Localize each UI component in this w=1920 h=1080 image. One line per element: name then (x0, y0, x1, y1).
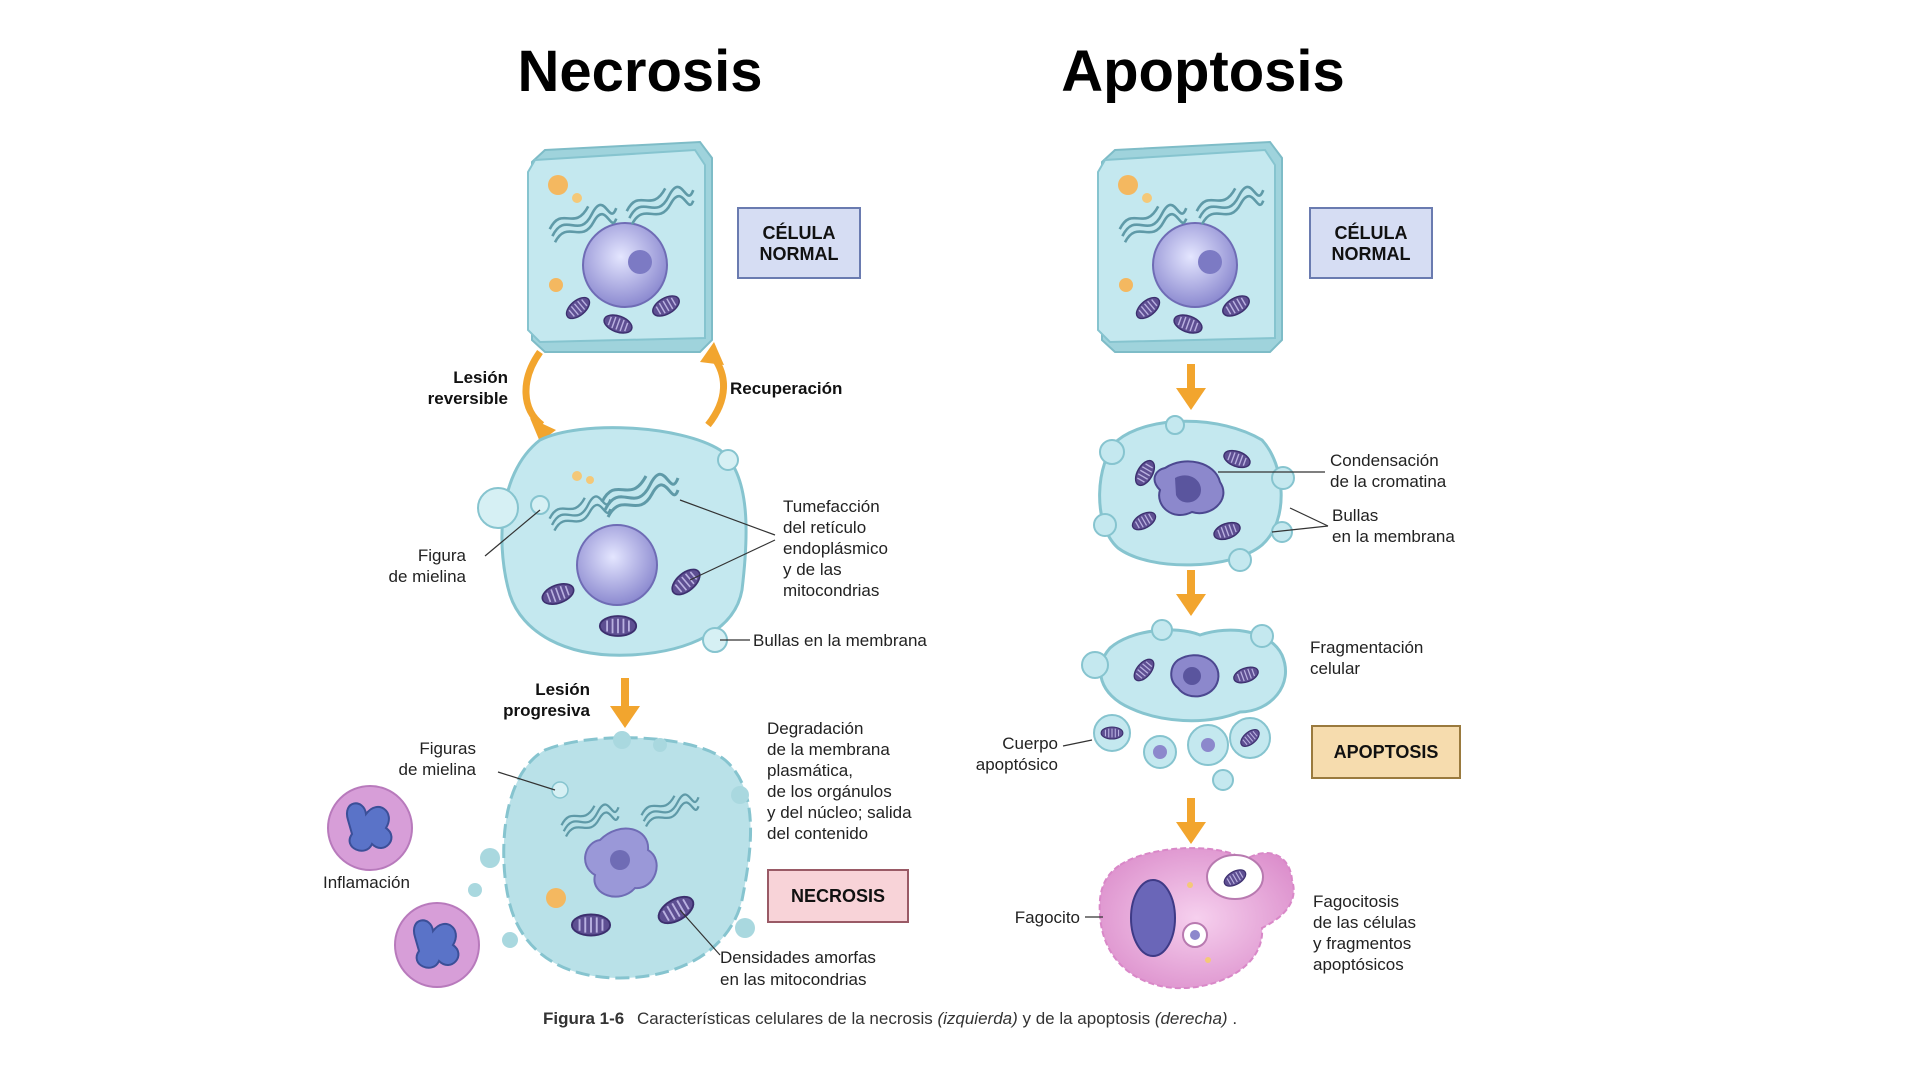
swelling-line1: Tumefacción (783, 497, 880, 516)
apoptotic-body-line1: Cuerpo (1002, 734, 1058, 753)
degradation-line2: de la membrana (767, 740, 890, 759)
normal-box-line1: CÉLULA (763, 222, 836, 243)
myelin-figure-line2: de mielina (389, 567, 467, 586)
blebs-label-necrosis: Bullas en la membrana (753, 631, 927, 650)
caption-text-mid: y de la apoptosis (1023, 1009, 1155, 1028)
normal-cell-left (527, 140, 713, 353)
swollen-cell (477, 426, 748, 657)
myelin-figure-line1: Figura (418, 546, 467, 565)
normal-box-right-line1: CÉLULA (1335, 222, 1408, 243)
nucleus (582, 222, 668, 308)
chromatin-condensation-line2: de la cromatina (1330, 472, 1447, 491)
apoptosis-box: APOPTOSIS (1311, 725, 1461, 779)
progressive-lesion-line1: Lesión (535, 680, 590, 699)
neutrophil-top (327, 785, 413, 871)
lesion-reversible-line1: Lesión (453, 368, 508, 387)
chromatin-condensation-line1: Condensación (1330, 451, 1439, 470)
necrosis-box-label: NECROSIS (791, 886, 885, 906)
inflammation-label: Inflamación (323, 873, 410, 892)
swelling-line4: y de las (783, 560, 842, 579)
normal-cell-box-left: CÉLULA NORMAL (737, 207, 861, 279)
phagocytosis-line3: y fragmentos (1313, 934, 1411, 953)
normal-cell-right (1097, 140, 1283, 353)
fragmentation-line2: celular (1310, 659, 1360, 678)
reversible-arrows (522, 342, 727, 442)
caption-italic-right: (derecha) (1155, 1009, 1228, 1028)
fragmenting-cell (1081, 619, 1287, 791)
degradation-line5: y del núcleo; salida (767, 803, 912, 822)
phagocytosis-line2: de las células (1313, 913, 1416, 932)
phagocytosis-line1: Fagocitosis (1313, 892, 1399, 911)
blebs-apoptosis-line1: Bullas (1332, 506, 1378, 525)
phagocyte-label: Fagocito (1015, 908, 1080, 927)
degradation-line1: Degradación (767, 719, 863, 738)
normal-cell-box-right: CÉLULA NORMAL (1309, 207, 1433, 279)
condensed-cell (1093, 415, 1295, 572)
caption-figure-number: Figura 1-6 (543, 1009, 624, 1028)
necrosis-title: Necrosis (517, 39, 762, 104)
normal-box-line2: NORMAL (760, 244, 839, 264)
apoptosis-box-label: APOPTOSIS (1334, 742, 1439, 762)
myelin-figures-line1: Figuras (419, 739, 476, 758)
progressive-arrow (610, 678, 640, 728)
degradation-line6: del contenido (767, 824, 868, 843)
lesion-reversible-line2: reversible (428, 389, 508, 408)
blebs-apoptosis-line2: en la membrana (1332, 527, 1455, 546)
necrotic-cell (468, 731, 755, 980)
swelling-line3: endoplásmico (783, 539, 888, 558)
swelling-line2: del retículo (783, 518, 866, 537)
apoptosis-title: Apoptosis (1061, 39, 1345, 104)
amorphous-densities-line2: en las mitocondrias (720, 970, 866, 989)
necrosis-box: NECROSIS (767, 869, 909, 923)
degradation-line3: plasmática, (767, 761, 853, 780)
swelling-line5: mitocondrias (783, 581, 879, 600)
progressive-lesion-line2: progresiva (503, 701, 590, 720)
normal-box-right-line2: NORMAL (1332, 244, 1411, 264)
apoptotic-body-line2: apoptósico (976, 755, 1058, 774)
caption-text-end: . (1232, 1009, 1237, 1028)
caption-text-start: Características celulares de la necrosis (637, 1009, 937, 1028)
figure-caption: Figura 1-6 Características celulares de … (543, 1009, 1237, 1028)
recovery-label: Recuperación (730, 379, 842, 398)
myelin-figures-line2: de mielina (399, 760, 477, 779)
phagocytosis-line4: apoptósicos (1313, 955, 1404, 974)
fragmentation-line1: Fragmentación (1310, 638, 1423, 657)
apoptosis-arrows (1176, 364, 1206, 844)
phagocyte (1098, 847, 1295, 990)
amorphous-densities-line1: Densidades amorfas (720, 948, 876, 967)
degradation-line4: de los orgánulos (767, 782, 892, 801)
caption-italic-left: (izquierda) (937, 1009, 1017, 1028)
neutrophil-bottom (394, 902, 480, 988)
